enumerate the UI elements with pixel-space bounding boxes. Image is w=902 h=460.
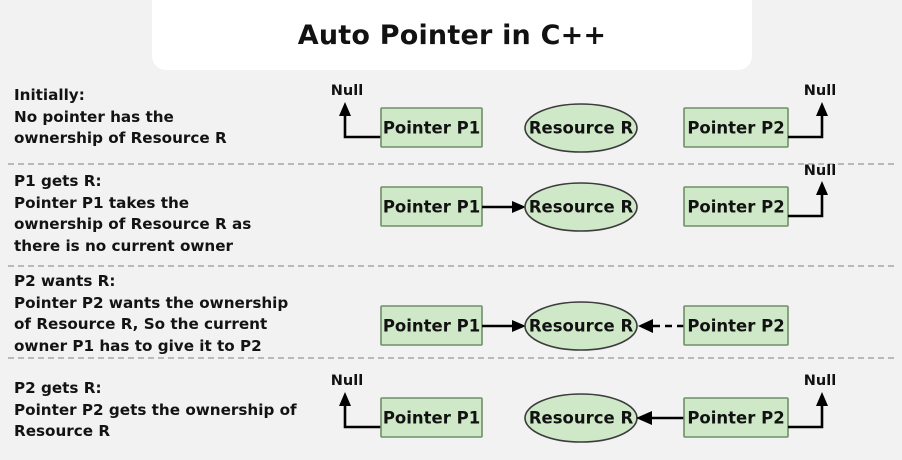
node-resource-r-label: Resource R xyxy=(529,409,634,428)
p1-null-label: Null xyxy=(331,83,363,99)
node-pointer-p1[interactable]: Pointer P1 xyxy=(380,107,483,148)
p1-to-resource-link xyxy=(482,320,526,332)
title-banner: Auto Pointer in C++ xyxy=(152,0,752,70)
node-pointer-p2[interactable]: Pointer P2 xyxy=(683,107,789,148)
node-pointer-p1-label: Pointer P1 xyxy=(383,198,480,217)
diagram-row-p2-wants-r: P2 wants R: Pointer P2 wants the ownersh… xyxy=(0,269,902,357)
diagram-row-p2-gets-r: P2 gets R: Pointer P2 gets the ownership… xyxy=(0,370,902,460)
node-resource-r-label: Resource R xyxy=(529,317,634,336)
step-caption-p2-gets-r: P2 gets R: Pointer P2 gets the ownership… xyxy=(14,379,297,440)
p2-null-link xyxy=(788,392,828,429)
step-caption-p1-gets-r: P1 gets R: Pointer P1 takes the ownershi… xyxy=(14,172,252,255)
p2-null-label: Null xyxy=(804,373,836,389)
node-resource-r[interactable]: Resource R xyxy=(524,103,638,153)
node-pointer-p2[interactable]: Pointer P2 xyxy=(683,186,789,227)
node-resource-r-label: Resource R xyxy=(529,119,634,138)
step-figure-p1-gets-r: Pointer P1 Resource R Pointer P2 xyxy=(325,163,902,263)
row-separator-1 xyxy=(8,163,894,165)
node-pointer-p1-label: Pointer P1 xyxy=(383,409,480,428)
row-separator-3 xyxy=(8,357,894,359)
p1-null-link xyxy=(339,392,381,429)
node-pointer-p2-label: Pointer P2 xyxy=(687,198,784,217)
node-pointer-p2-label: Pointer P2 xyxy=(687,409,784,428)
p2-null-label: Null xyxy=(804,163,836,179)
p2-null-link xyxy=(788,102,828,139)
p2-to-resource-dashed-link xyxy=(638,319,684,333)
node-pointer-p2-label: Pointer P2 xyxy=(687,119,784,138)
step-caption-p2-wants-r: P2 wants R: Pointer P2 wants the ownersh… xyxy=(14,272,289,355)
node-resource-r[interactable]: Resource R xyxy=(524,182,638,232)
p1-null-link xyxy=(339,102,381,139)
node-resource-r[interactable]: Resource R xyxy=(524,393,638,443)
node-pointer-p2[interactable]: Pointer P2 xyxy=(683,305,789,346)
node-pointer-p1[interactable]: Pointer P1 xyxy=(380,397,483,438)
step-figure-p2-wants-r: Pointer P1 Resource R Pointer P2 xyxy=(325,269,902,357)
p1-null-label: Null xyxy=(331,373,363,389)
node-pointer-p1-label: Pointer P1 xyxy=(383,119,480,138)
node-pointer-p2-label: Pointer P2 xyxy=(687,317,784,336)
step-caption-initially: Initially: No pointer has the ownership … xyxy=(14,86,227,147)
p2-null-label: Null xyxy=(804,83,836,99)
diagram-row-initially: Initially: No pointer has the ownership … xyxy=(0,78,902,163)
node-pointer-p1[interactable]: Pointer P1 xyxy=(380,186,483,227)
node-resource-r[interactable]: Resource R xyxy=(524,301,638,351)
row-separator-2 xyxy=(8,265,894,267)
p2-null-link xyxy=(788,181,828,218)
node-pointer-p2[interactable]: Pointer P2 xyxy=(683,397,789,438)
p1-to-resource-link xyxy=(482,201,526,213)
node-pointer-p1-label: Pointer P1 xyxy=(383,317,480,336)
diagram-row-p1-gets-r: P1 gets R: Pointer P1 takes the ownershi… xyxy=(0,163,902,263)
node-pointer-p1[interactable]: Pointer P1 xyxy=(380,305,483,346)
step-figure-initially: Null Pointer P1 Resource R Pointer P2 xyxy=(325,78,902,163)
page-title: Auto Pointer in C++ xyxy=(297,19,607,51)
node-resource-r-label: Resource R xyxy=(529,198,634,217)
step-figure-p2-gets-r: Null Pointer P1 Resource R Pointer P2 xyxy=(325,370,902,460)
p2-to-resource-link xyxy=(636,411,684,425)
